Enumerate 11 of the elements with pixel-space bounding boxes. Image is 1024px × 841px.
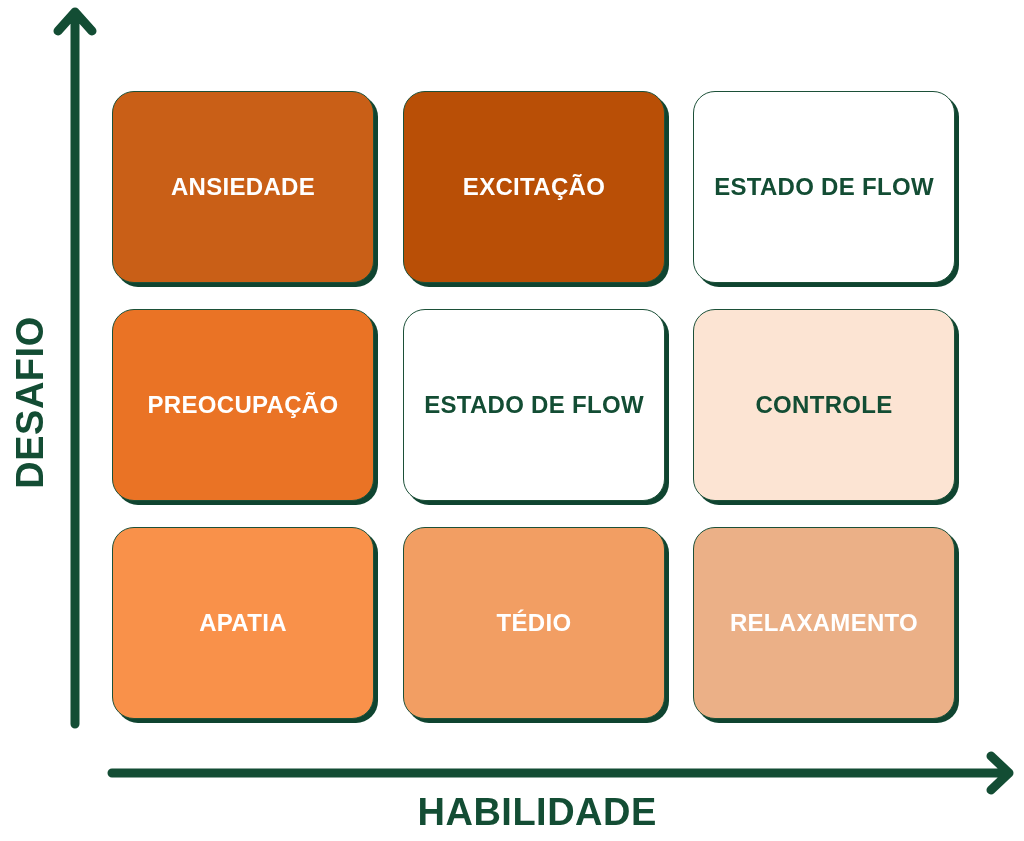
card-label: EXCITAÇÃO [462,173,606,201]
card-label: PREOCUPAÇÃO [147,391,339,419]
card-label: APATIA [199,609,287,637]
card-label: ANSIEDADE [170,173,316,201]
card-label: TÉDIO [496,609,572,637]
card-label: CONTROLE [755,391,893,419]
y-axis-label: DESAFIO [8,315,52,489]
card-label: ESTADO DE FLOW [424,391,644,419]
card-label: RELAXAMENTO [729,609,919,637]
x-axis-label: HABILIDADE [417,790,657,834]
card-label: ESTADO DE FLOW [714,173,934,201]
